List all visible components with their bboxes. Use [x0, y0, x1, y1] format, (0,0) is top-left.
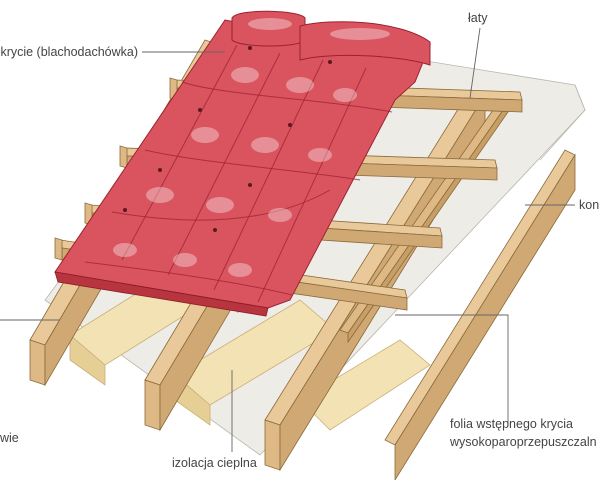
label-roofing: krycie (blachodachówka) [0, 45, 138, 59]
ridge-cap [231, 10, 431, 66]
leader-membrane [395, 314, 509, 425]
label-battens: łaty [468, 11, 488, 25]
leader-battens [469, 27, 481, 99]
rafter-4 [384, 149, 576, 480]
label-rafters: wie [0, 431, 19, 445]
label-membrane-line2: wysokoparoprzepuszczaln [449, 435, 597, 449]
label-counter-battens: kon [579, 198, 599, 212]
label-membrane-line1: folia wstępnego krycia [450, 417, 573, 431]
roof-tile-sheet [54, 19, 431, 317]
label-insulation: izolacja cieplna [172, 456, 257, 470]
